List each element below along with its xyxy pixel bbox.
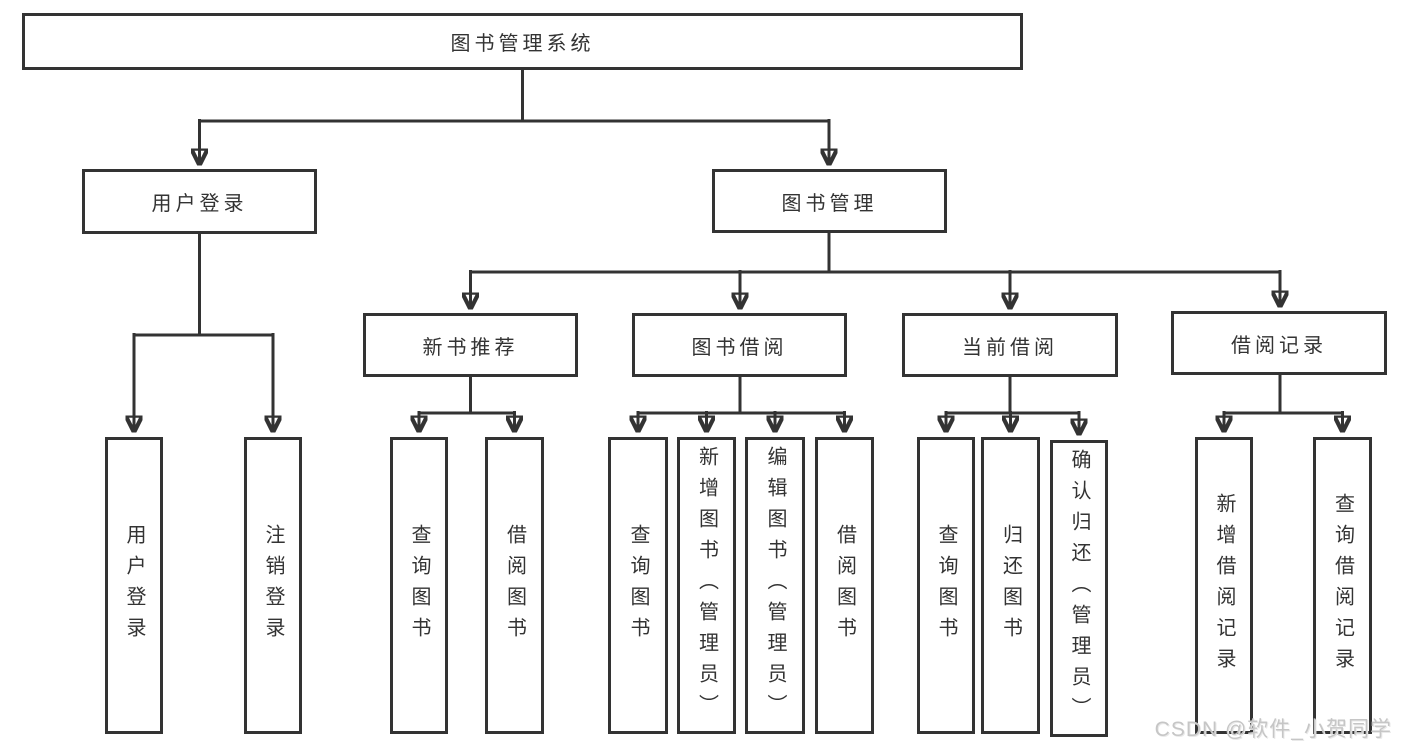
node-label: 图书管理 [781, 192, 878, 215]
leaf-query-books-recommend: 查询图书 [390, 437, 448, 734]
leaf-logout: 注销登录 [244, 437, 302, 734]
connector-borrow-record-children [1224, 374, 1343, 431]
node-label: 借阅记录 [1231, 334, 1327, 357]
connector-root-to-level2 [200, 69, 830, 164]
node-label: 用户登录 [123, 523, 145, 648]
node-label: 注销登录 [262, 523, 284, 648]
leaf-confirm-return-admin: 确认归还（管理员） [1050, 440, 1108, 737]
node-label: 图书借阅 [691, 336, 788, 359]
connector-book-borrow-children [638, 376, 845, 431]
leaf-return-books: 归还图书 [981, 437, 1040, 734]
node-label: 借阅图书 [503, 523, 526, 648]
node-label: 确认归还（管理员） [1068, 449, 1090, 728]
node-label: 编辑图书（管理员） [764, 446, 786, 725]
leaf-query-books-borrowing: 查询图书 [608, 437, 668, 734]
node-label: 新增借阅记录 [1213, 492, 1235, 679]
node-user-login: 用户登录 [82, 169, 317, 234]
node-label: 当前借阅 [962, 336, 1058, 359]
csdn-watermark: CSDN @软件_小贺同学 [1154, 718, 1392, 741]
node-label: 查询借阅记录 [1331, 492, 1354, 679]
node-book-borrowing: 图书借阅 [632, 313, 847, 377]
leaf-borrow-books: 借阅图书 [815, 437, 874, 734]
node-label: 查询图书 [408, 523, 430, 648]
node-new-book-recommend: 新书推荐 [363, 313, 578, 377]
connector-book-mgmt-children [471, 232, 1281, 308]
node-label: 借阅图书 [833, 523, 856, 648]
connector-current-borrow-children [946, 376, 1079, 434]
node-label: 图书管理系统 [450, 33, 595, 55]
node-label: 归还图书 [999, 523, 1022, 648]
leaf-borrow-books-recommend: 借阅图书 [485, 437, 544, 734]
connector-user-login-children [134, 233, 273, 431]
leaf-add-borrow-record: 新增借阅记录 [1195, 437, 1253, 734]
node-current-borrowing: 当前借阅 [902, 313, 1118, 377]
node-book-management: 图书管理 [712, 169, 947, 233]
leaf-edit-books-admin: 编辑图书（管理员） [745, 437, 805, 734]
leaf-query-books-current: 查询图书 [917, 437, 975, 734]
node-root-system: 图书管理系统 [22, 13, 1023, 70]
leaf-user-login: 用户登录 [105, 437, 163, 734]
node-label: 查询图书 [627, 523, 649, 648]
leaf-query-borrow-record: 查询借阅记录 [1313, 437, 1372, 734]
node-borrowing-records: 借阅记录 [1171, 311, 1387, 375]
node-label: 新增图书（管理员） [695, 446, 718, 725]
node-label: 查询图书 [935, 523, 957, 648]
node-label: 新书推荐 [422, 336, 519, 359]
node-label: 用户登录 [151, 193, 248, 215]
leaf-add-books-admin: 新增图书（管理员） [677, 437, 736, 734]
connector-new-book-rec-children [419, 376, 515, 431]
